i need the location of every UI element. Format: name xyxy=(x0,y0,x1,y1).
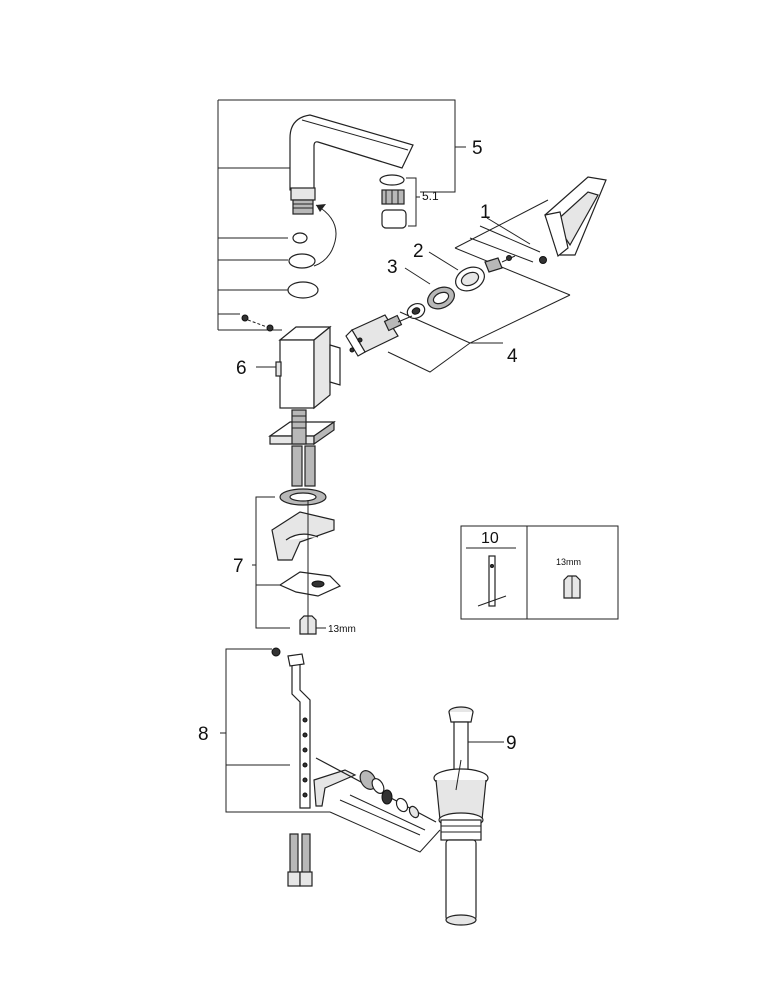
screw-small xyxy=(241,314,249,322)
o-ring-large xyxy=(287,281,319,299)
callout-8: 8 xyxy=(198,724,209,745)
callout-5-1: 5.1 xyxy=(422,189,439,203)
rod-screw xyxy=(271,647,281,657)
drain-body xyxy=(440,819,482,841)
faucet-body xyxy=(279,339,315,409)
aerator-group: 5.1 xyxy=(379,174,439,229)
spout-thread xyxy=(292,199,314,215)
pivot-ball xyxy=(381,789,393,805)
o-ring-small xyxy=(292,232,308,244)
callout-5: 5 xyxy=(472,138,483,159)
callout-10: 10 xyxy=(481,530,499,547)
handle-group: 1 xyxy=(454,176,607,296)
callout-1: 1 xyxy=(480,202,491,223)
lift-rod xyxy=(291,659,311,809)
supply-hoses xyxy=(287,833,313,887)
callout-3: 3 xyxy=(387,257,398,278)
key-wrench-icon xyxy=(488,555,496,607)
callout-7: 7 xyxy=(233,556,244,577)
screw-small-2 xyxy=(266,324,274,332)
mounting-group: 7 13mm xyxy=(233,488,356,635)
aerator-washer xyxy=(379,174,405,186)
aerator-housing xyxy=(381,209,407,229)
mounting-bracket xyxy=(278,571,342,597)
tool-box-frame xyxy=(460,525,619,620)
callout-9: 9 xyxy=(506,733,517,754)
cartridge-group: 2 3 4 xyxy=(345,241,571,373)
hose-left xyxy=(291,445,303,487)
spout-group: 5 xyxy=(217,99,483,332)
drain-tailpiece xyxy=(445,839,477,921)
o-ring-medium xyxy=(288,253,316,269)
aerator xyxy=(381,189,405,205)
hose-right xyxy=(304,445,316,487)
lever-tip xyxy=(544,211,569,258)
rotation-arrow xyxy=(313,204,337,267)
popup-rod-group: 8 xyxy=(198,647,441,853)
callout-4: 4 xyxy=(507,346,518,367)
body-group: 6 xyxy=(236,325,341,487)
supply-hose-left xyxy=(289,833,299,875)
nut-size-label: 13mm xyxy=(328,624,356,635)
callout-2: 2 xyxy=(413,241,424,262)
spout-outlet xyxy=(290,187,316,201)
rod-clip xyxy=(313,769,357,807)
lever-screw xyxy=(539,256,547,264)
tool-size-label: 13mm xyxy=(556,557,581,567)
handle-adapter xyxy=(484,257,503,273)
spout xyxy=(289,114,414,193)
drain-group: 9 xyxy=(433,706,517,926)
tool-box: 10 13mm xyxy=(460,525,619,620)
supply-hose-right xyxy=(301,833,311,875)
threaded-shank xyxy=(291,409,307,445)
spout-bracket-line xyxy=(218,99,456,193)
callout-6: 6 xyxy=(236,358,247,379)
